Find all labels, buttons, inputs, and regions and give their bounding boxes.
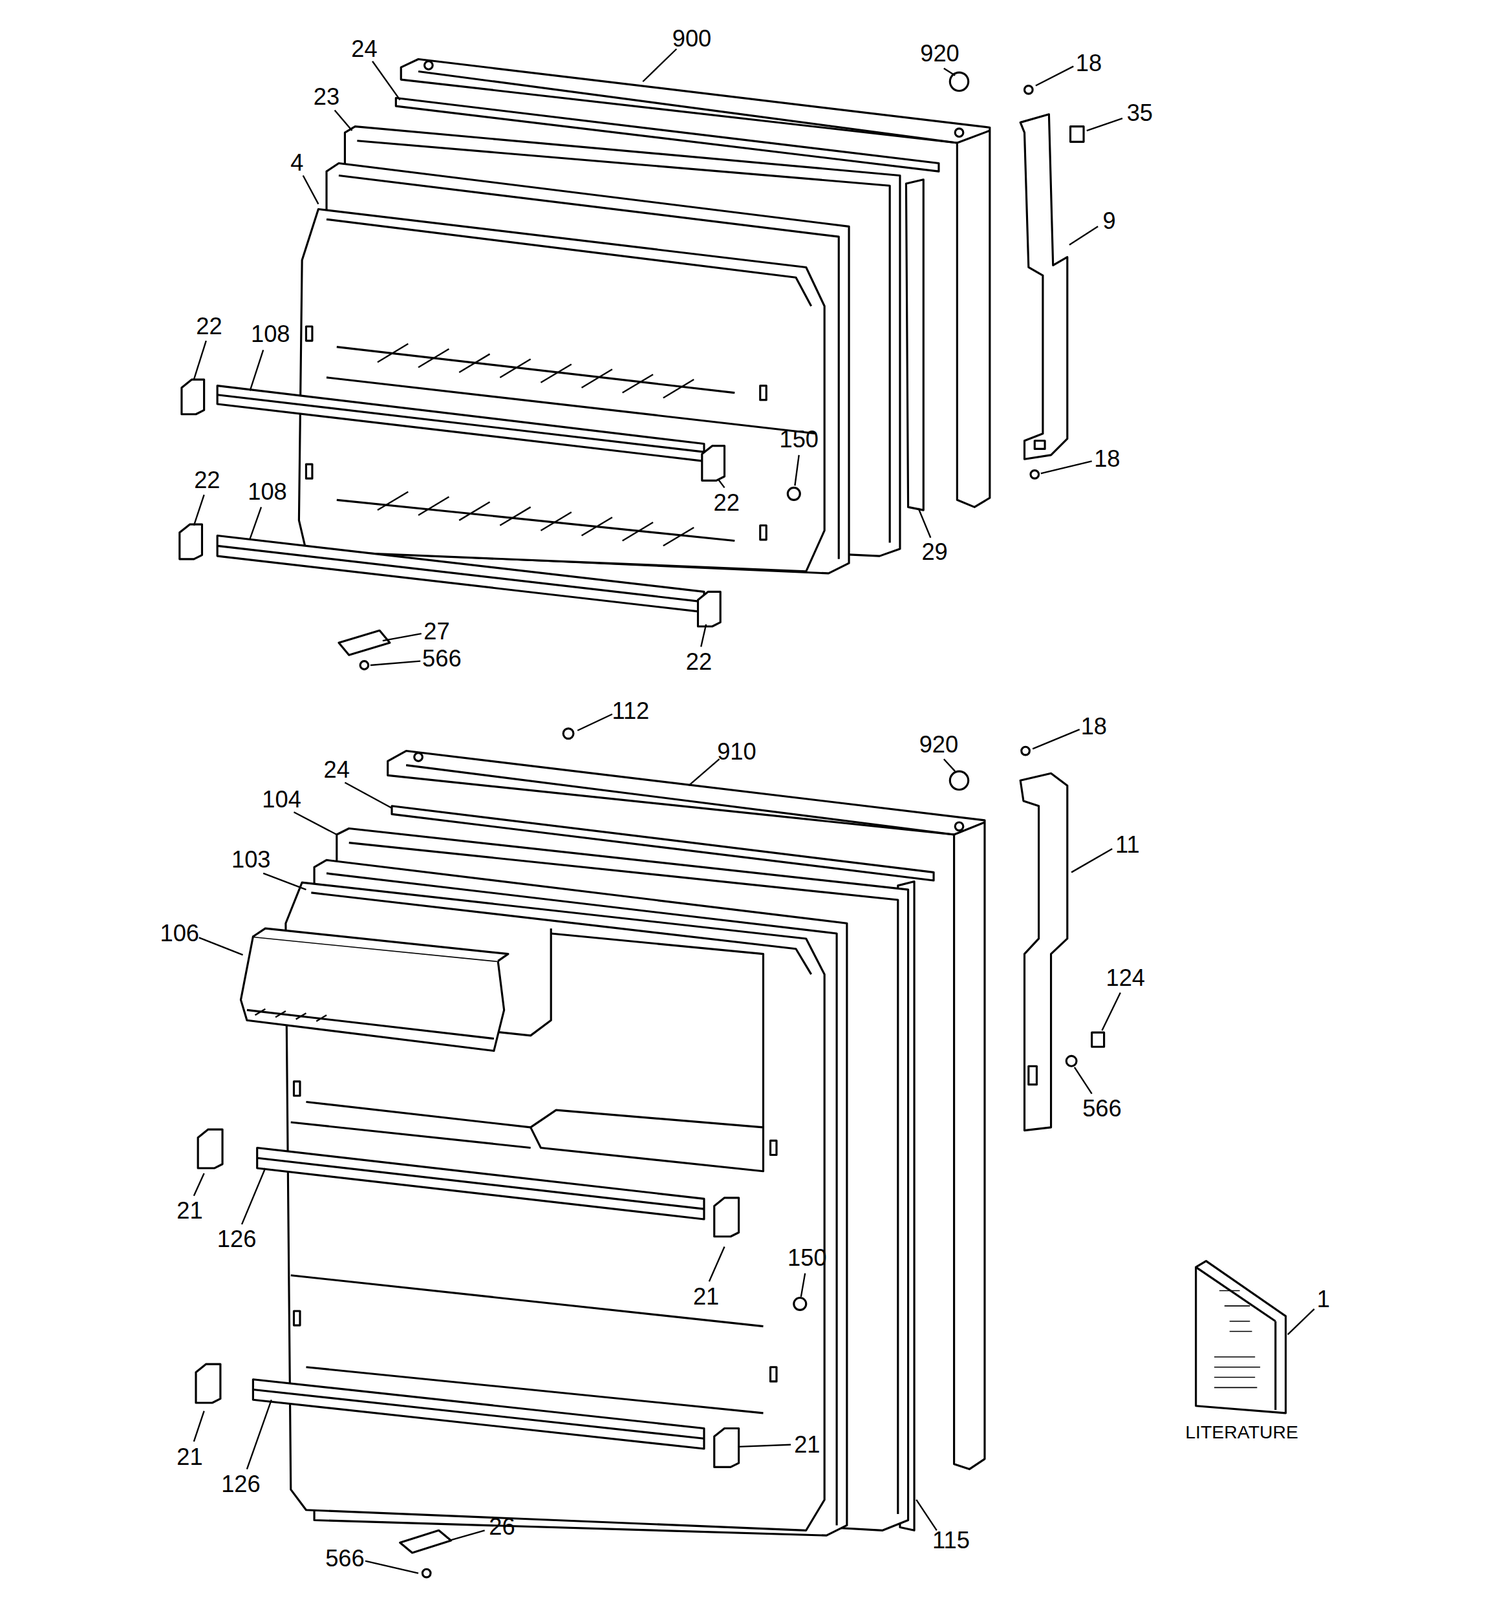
callout-number: 27 — [423, 620, 450, 644]
callout-number: 124 — [1105, 966, 1146, 990]
shelf-bar — [252, 1379, 705, 1449]
screw — [422, 1569, 431, 1578]
callout-number: 910 — [717, 740, 757, 764]
callout-number: 21 — [793, 1433, 820, 1457]
screw — [360, 661, 369, 670]
callout-number: 126 — [217, 1227, 257, 1252]
door-handle — [1020, 773, 1068, 1131]
callout-number: 29 — [921, 540, 948, 564]
callout-number: 108 — [247, 480, 288, 504]
callout-number: 21 — [176, 1199, 203, 1223]
screw — [1021, 746, 1030, 756]
callout-number: 24 — [351, 37, 377, 61]
part-label: LITERATURE — [1185, 1423, 1299, 1442]
bar-end-cap — [195, 1129, 740, 1468]
leader-lines — [193, 49, 1315, 1574]
liner-shelf — [298, 209, 825, 572]
callout-number: 22 — [685, 650, 712, 674]
callout-number: 21 — [693, 1285, 719, 1309]
callout-number: 150 — [787, 1246, 827, 1270]
callout-number: 18 — [1081, 715, 1107, 739]
callout-number: 126 — [221, 1472, 261, 1497]
screw — [1066, 1055, 1077, 1067]
callout-number: 108 — [250, 323, 291, 347]
callout-number: 920 — [920, 42, 960, 66]
callout-number: 21 — [176, 1445, 203, 1469]
callout-number: 24 — [323, 758, 350, 782]
seal-strip — [905, 179, 924, 511]
literature-booklet — [1196, 1261, 1286, 1414]
callout-number: 566 — [325, 1547, 365, 1571]
screw — [1024, 85, 1034, 95]
callout-number: 22 — [713, 491, 740, 515]
callout-number: 106 — [159, 921, 200, 946]
callout-number: 566 — [422, 647, 462, 671]
callout-number: 1 — [1317, 1287, 1330, 1312]
callout-number: 22 — [195, 314, 222, 339]
clip — [1092, 1032, 1105, 1047]
hinge-plate — [400, 1530, 452, 1554]
callout-number: 900 — [672, 27, 712, 51]
plug-button — [949, 771, 968, 790]
screw — [793, 1297, 807, 1310]
callout-number: 103 — [231, 848, 271, 872]
shelf-bar — [217, 385, 705, 462]
callout-number: 35 — [1126, 101, 1153, 125]
callout-number: 11 — [1115, 833, 1140, 857]
callout-number: 4 — [290, 151, 304, 175]
callout-number: 18 — [1093, 447, 1120, 471]
bar-end-cap — [179, 379, 725, 627]
door-handle — [1020, 114, 1068, 460]
screw — [787, 487, 800, 500]
screw — [1030, 470, 1040, 480]
callout-number: 150 — [779, 428, 819, 452]
callout-number: 112 — [611, 699, 650, 723]
plug-button — [949, 72, 968, 91]
shelf-bar — [217, 535, 705, 613]
callout-number: 22 — [193, 468, 220, 493]
shelf-bar — [257, 1147, 705, 1219]
callout-number: 920 — [919, 733, 959, 757]
callout-number: 566 — [1082, 1097, 1122, 1121]
callout-number: 26 — [488, 1515, 515, 1539]
callout-number: 23 — [313, 85, 340, 109]
hinge-plate — [338, 630, 390, 655]
callout-number: 115 — [932, 1529, 970, 1553]
screw — [563, 728, 574, 740]
callout-number: 9 — [1102, 209, 1116, 233]
callout-number: 104 — [261, 788, 302, 812]
callout-number: 18 — [1075, 51, 1102, 75]
cap — [1070, 126, 1085, 143]
